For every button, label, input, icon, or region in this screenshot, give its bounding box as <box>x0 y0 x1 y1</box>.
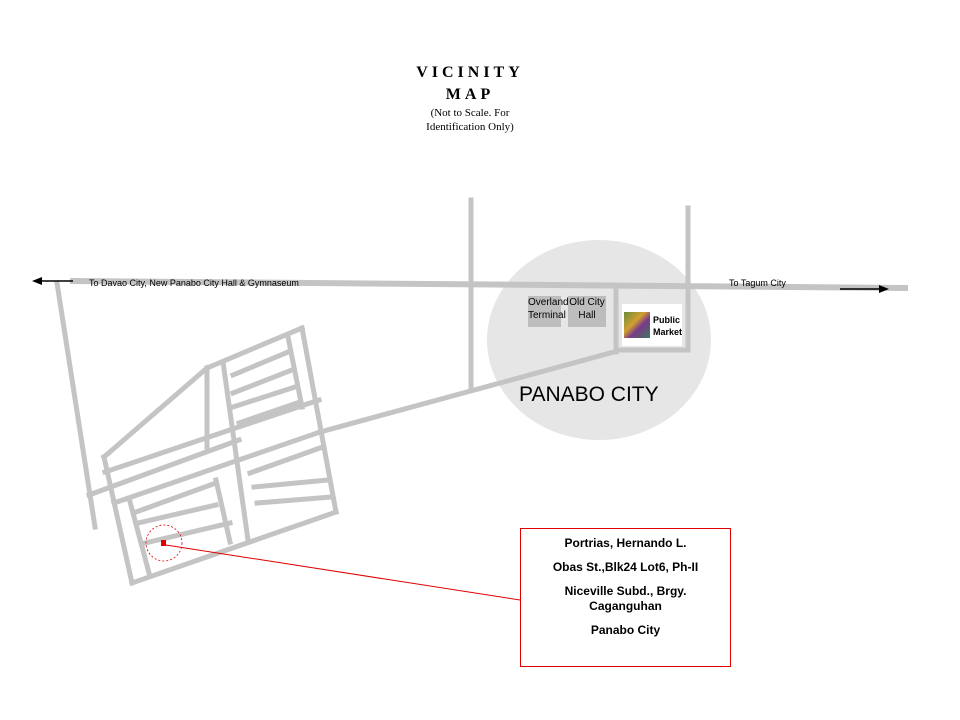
road <box>54 280 98 530</box>
direction-west-label: To Davao City, New Panabo City Hall & Gy… <box>89 278 299 288</box>
location-highlight <box>145 524 183 562</box>
address-box: Portrias, Hernando L. Obas St.,Blk24 Lot… <box>520 528 731 667</box>
road <box>125 494 153 577</box>
road <box>110 428 324 507</box>
highway <box>69 277 909 292</box>
road <box>132 479 220 516</box>
road <box>101 454 135 586</box>
market-picture-icon <box>624 312 650 338</box>
road <box>235 399 301 427</box>
old-city-hall: Old City Hall <box>568 296 606 327</box>
road <box>229 366 296 397</box>
road <box>246 444 324 477</box>
scale-note-line1: (Not to Scale. For <box>430 107 510 119</box>
road <box>100 364 211 461</box>
location-marker <box>161 540 166 546</box>
arrow-right-icon <box>840 285 889 293</box>
overland-terminal: Overland Terminal <box>528 296 569 327</box>
road <box>128 508 340 587</box>
road <box>135 502 219 526</box>
map-title-line2: MAP <box>445 86 495 103</box>
callout-line <box>165 544 521 601</box>
road <box>316 348 618 436</box>
address-barangay: Caganguhan <box>589 599 662 613</box>
address-subdivision: Niceville Subd., Brgy. <box>564 584 687 598</box>
road <box>85 436 243 499</box>
address-city: Panabo City <box>590 623 661 637</box>
road <box>251 477 331 490</box>
old-city-hall-line1: Old City <box>569 297 605 308</box>
overland-terminal-line2: Terminal <box>528 310 566 321</box>
roads <box>54 197 909 587</box>
city-label: PANABO CITY <box>519 383 659 406</box>
address-street: Obas St.,Blk24 Lot6, Ph-II <box>552 560 699 574</box>
address-name: Portrias, Hernando L. <box>564 536 687 550</box>
scale-note-line2: Identification Only) <box>426 121 514 133</box>
road <box>229 383 299 411</box>
overland-terminal-line1: Overland <box>528 297 569 308</box>
road <box>141 519 234 547</box>
arrow-left-icon <box>32 277 73 285</box>
road <box>101 396 323 476</box>
city-area <box>487 240 711 440</box>
public-market: Public Market <box>622 304 682 346</box>
road <box>285 334 305 410</box>
public-market-line2: Market <box>653 327 683 337</box>
map-title-line1: VICINITY <box>416 64 524 81</box>
road <box>254 494 335 506</box>
old-city-hall-line2: Hall <box>578 310 596 321</box>
road <box>229 348 292 379</box>
road <box>220 359 251 543</box>
road <box>213 477 233 545</box>
public-market-line1: Public <box>653 315 681 325</box>
direction-east-label: To Tagum City <box>729 278 786 288</box>
